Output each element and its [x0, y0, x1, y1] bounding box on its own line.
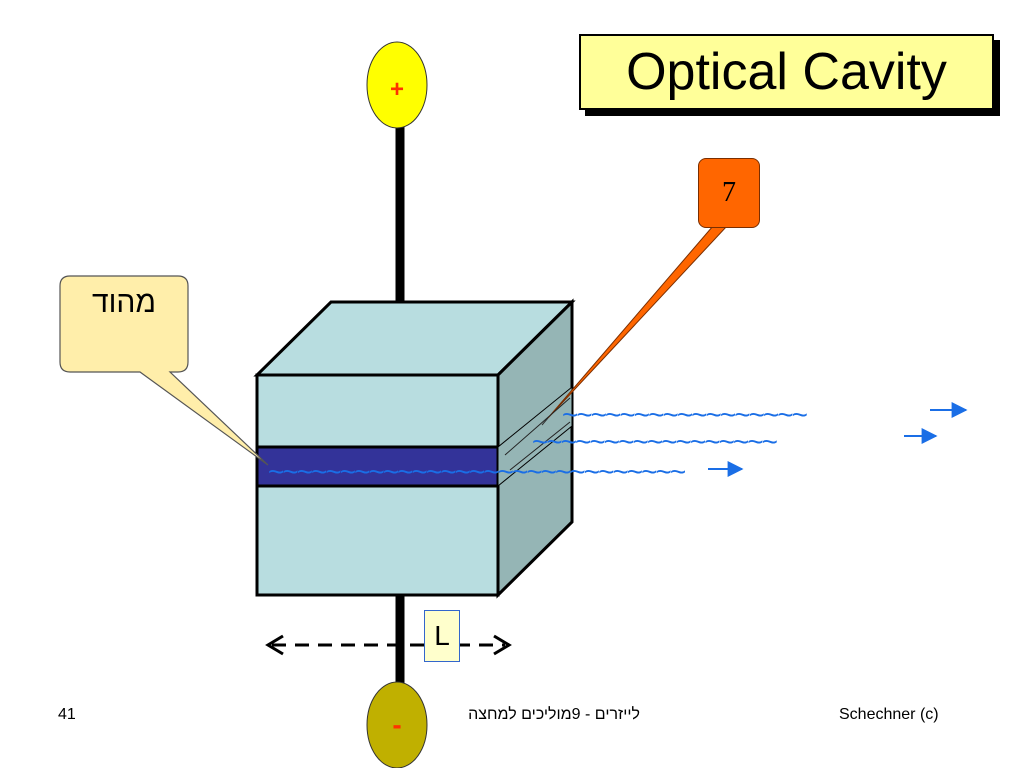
- side-guide-line: [504, 397, 571, 456]
- slide-author-footer: Schechner (c): [839, 706, 939, 723]
- side-guide-line: [509, 421, 571, 471]
- mahod-callout-label: מהוד: [91, 286, 157, 319]
- length-label: L: [424, 610, 460, 662]
- callout-seven-pointer: [547, 225, 729, 419]
- slide-page-number: 41: [58, 706, 76, 723]
- callout-seven-leader: [541, 417, 549, 426]
- length-arrow-right: [493, 634, 512, 656]
- slide-course-footer: לייזרים - 9מוליכים למחצה: [468, 706, 640, 723]
- wave-beam-middle: ~~~~~~~~~~~~~~~~~: [532, 426, 778, 457]
- negative-terminal-label: -: [392, 709, 402, 740]
- active-layer: [255, 445, 500, 488]
- negative-terminal: [366, 681, 428, 768]
- callout-seven-label: 7: [698, 158, 760, 228]
- slide-title: Optical Cavity: [579, 34, 994, 110]
- positive-terminal: [366, 41, 428, 129]
- wave-beam-upper: ~~~~~~~~~~~~~~~~~: [562, 399, 808, 430]
- positive-terminal-label: +: [389, 76, 404, 103]
- length-arrow-left: [265, 634, 284, 656]
- wave-beam-lower: ~~~~~~~~~~~~~~~~~~~~~~~~~~~~~: [268, 456, 686, 487]
- mahod-callout-bubble: [59, 275, 269, 466]
